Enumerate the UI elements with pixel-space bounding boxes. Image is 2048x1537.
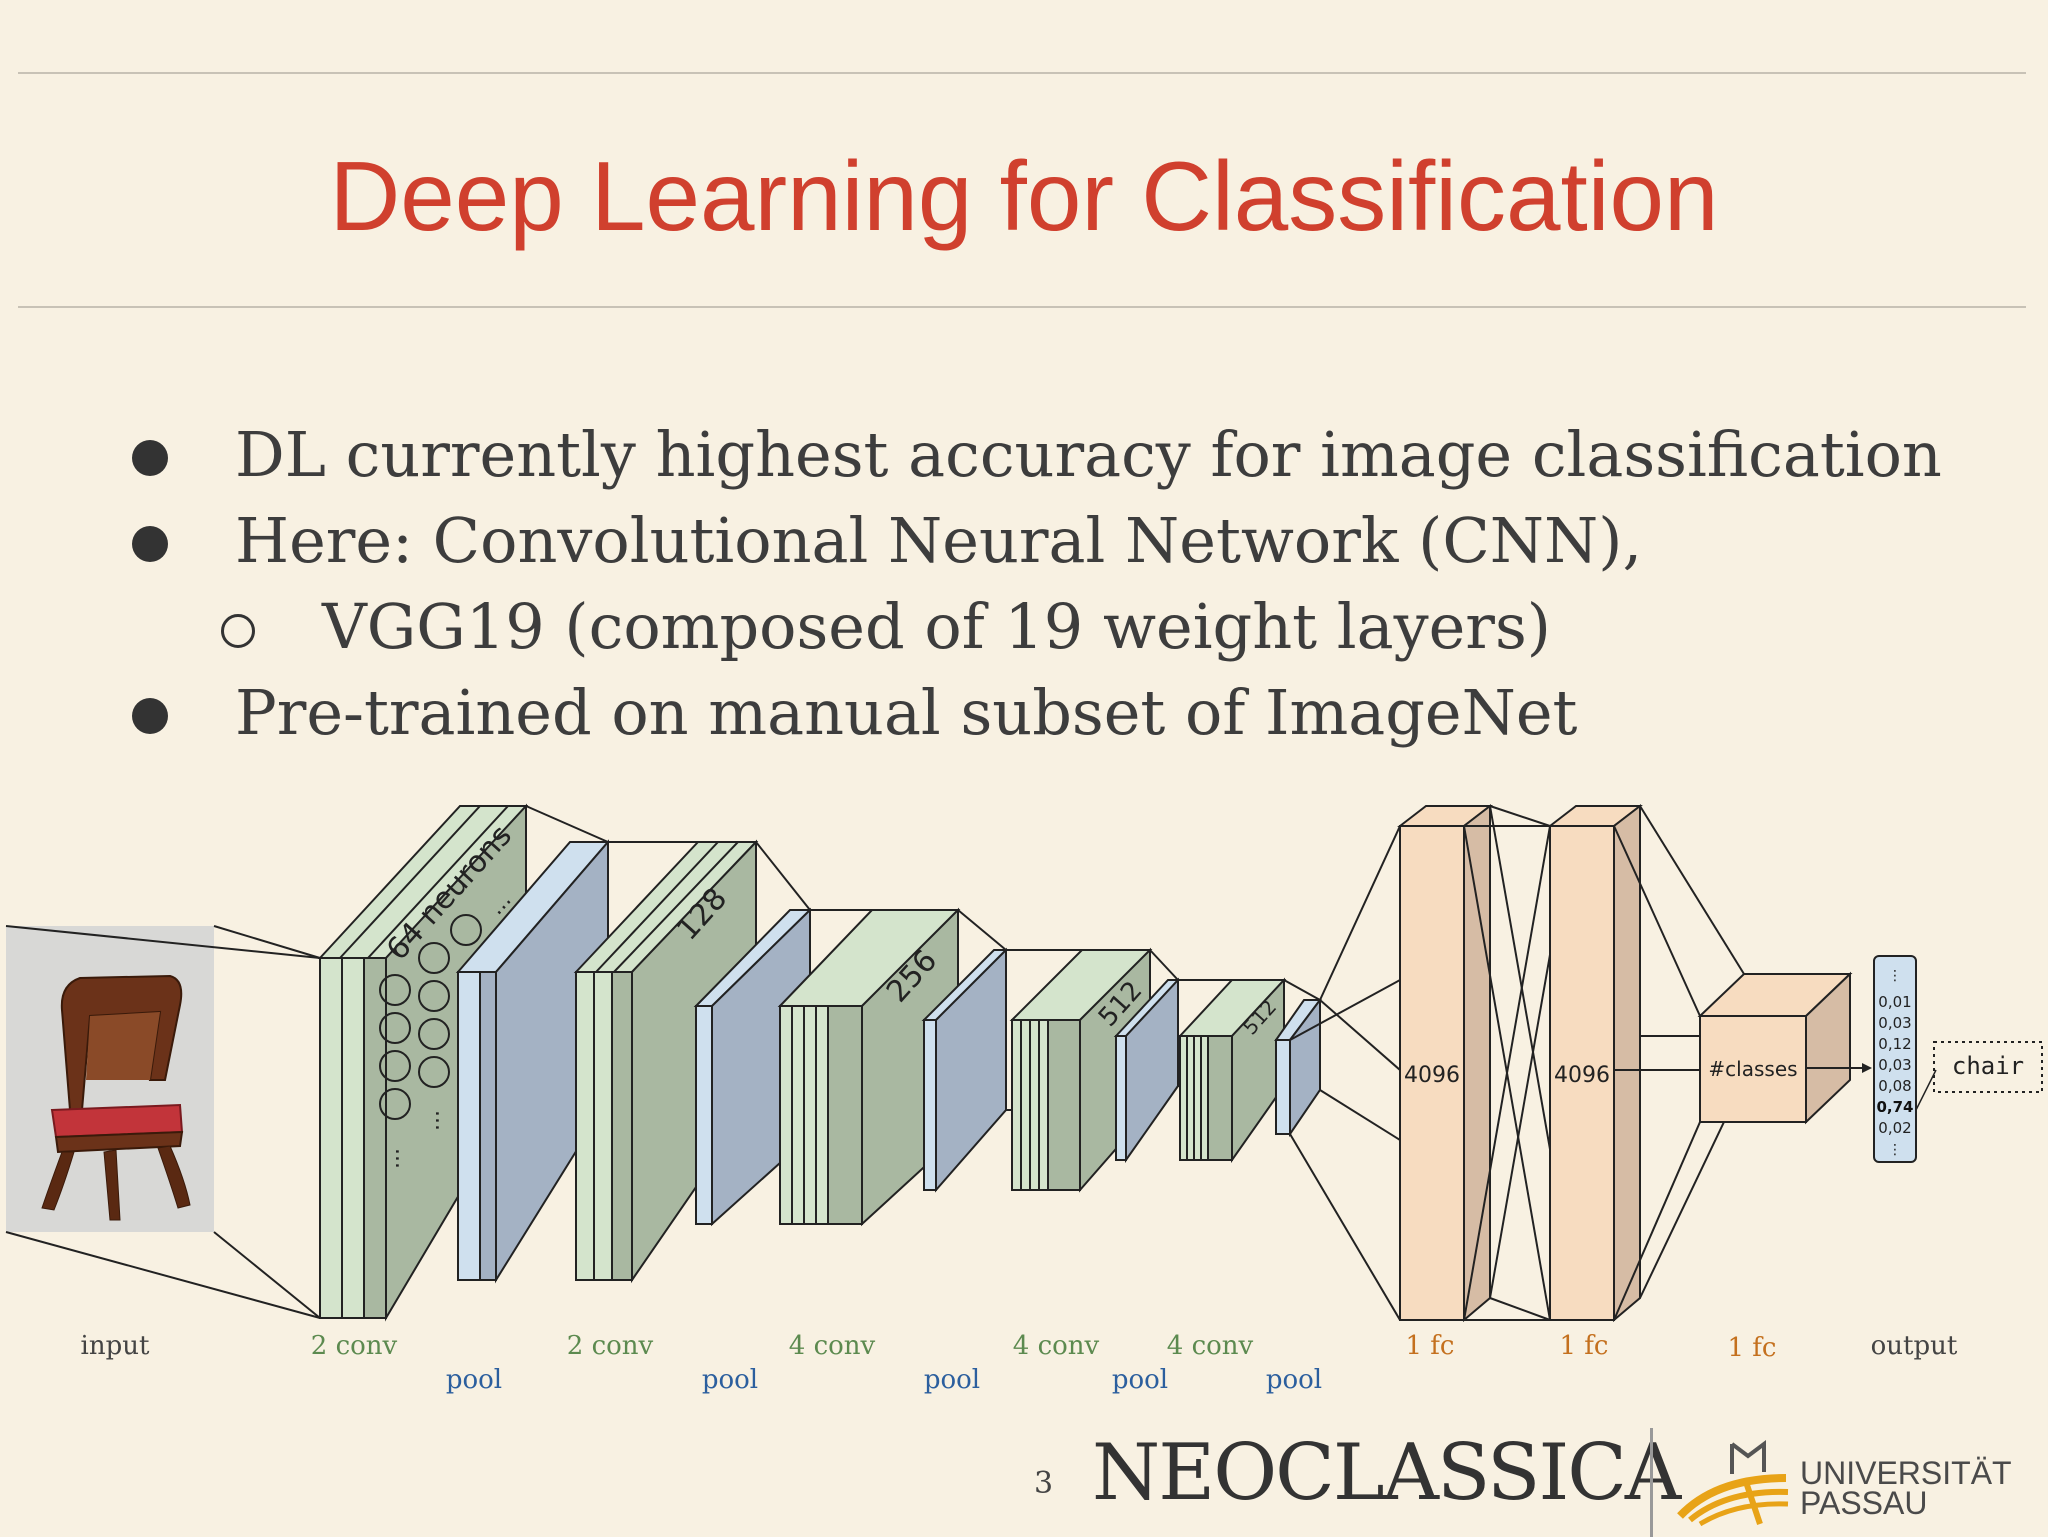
output-value: ⋮: [1888, 1142, 1902, 1158]
output-value: 0,02: [1878, 1119, 1911, 1137]
slide-title: Deep Learning for Classification: [329, 141, 1719, 251]
pool-block-3: [921, 947, 1009, 1193]
sub-bullet-ring: [221, 614, 255, 648]
bullet-dot: [132, 698, 168, 734]
label-conv: 2 conv: [311, 1331, 398, 1361]
top-rule: [18, 72, 2026, 74]
label-pool: pool: [1112, 1365, 1168, 1395]
fc2-label: 4096: [1554, 1063, 1610, 1088]
output-value: 0,03: [1878, 1056, 1911, 1074]
university-name: UNIVERSITÄT PASSAU: [1800, 1455, 2012, 1521]
label-conv: 4 conv: [1167, 1331, 1254, 1361]
output-value-highlight: 0,74: [1876, 1098, 1913, 1116]
title-rule: [18, 306, 2026, 308]
bullet-item: DL currently highest accuracy for image …: [235, 418, 1942, 491]
svg-text:...: ...: [430, 1110, 455, 1131]
layer-labels: input 2 conv pool 2 conv pool 4 conv poo…: [81, 1331, 1958, 1395]
output-value: 0,08: [1878, 1077, 1911, 1095]
svg-text:...: ...: [390, 1148, 415, 1169]
pool-block-4: [1113, 977, 1181, 1164]
label-output: output: [1871, 1331, 1958, 1361]
fc-block-2: 4096: [1547, 803, 1643, 1323]
conv-block-2: 128: [573, 839, 759, 1284]
output-chair-label: chair: [1952, 1052, 2024, 1080]
footer-divider: [1650, 1428, 1653, 1537]
label-fc: 1 fc: [1728, 1333, 1777, 1363]
output-value: 0,03: [1878, 1014, 1911, 1032]
label-fc: 1 fc: [1406, 1331, 1455, 1361]
conv-block-5: 512: [1177, 977, 1287, 1164]
university-line-2: PASSAU: [1800, 1485, 1928, 1521]
label-fc: 1 fc: [1560, 1331, 1609, 1361]
conv-block-3: 256: [777, 907, 961, 1227]
label-pool: pool: [924, 1365, 980, 1395]
output-vector: ⋮ 0,01 0,03 0,12 0,03 0,08 0,74 0,02 ⋮: [1873, 955, 1917, 1163]
label-conv: 4 conv: [789, 1331, 876, 1361]
sub-bullet-item: VGG19 (composed of 19 weight layers): [322, 590, 1551, 663]
bullet-dot: [132, 526, 168, 562]
label-input: input: [81, 1331, 150, 1361]
label-conv: 2 conv: [567, 1331, 654, 1361]
label-pool: pool: [702, 1365, 758, 1395]
label-pool: pool: [446, 1365, 502, 1395]
output-value: 0,01: [1878, 993, 1911, 1011]
vgg19-architecture-diagram: ... ... 64 neurons ... 128: [5, 803, 2043, 1395]
input-chair-image: [6, 926, 214, 1232]
university-line-1: UNIVERSITÄT: [1800, 1455, 2012, 1491]
output-value: 0,12: [1878, 1035, 1911, 1053]
fc1-label: 4096: [1404, 1063, 1460, 1088]
neoclassica-logo: NEOCLASSICA: [1092, 1428, 1681, 1518]
label-pool: pool: [1266, 1365, 1322, 1395]
pool-block-1: [455, 839, 611, 1284]
label-conv: 4 conv: [1013, 1331, 1100, 1361]
fc-block-3-classes: #classes: [1697, 971, 1853, 1125]
fc-block-1: 4096: [1397, 803, 1493, 1323]
classes-label: #classes: [1708, 1057, 1797, 1081]
university-logo-icon: [1677, 1440, 1789, 1527]
output-value: ⋮: [1888, 968, 1902, 984]
bullet-dot: [132, 440, 168, 476]
pool-block-5: [1274, 997, 1322, 1138]
page-number: 3: [1034, 1466, 1054, 1501]
bullet-item: Pre-trained on manual subset of ImageNet: [235, 676, 1578, 749]
bullet-item: Here: Convolutional Neural Network (CNN)…: [235, 504, 1643, 577]
